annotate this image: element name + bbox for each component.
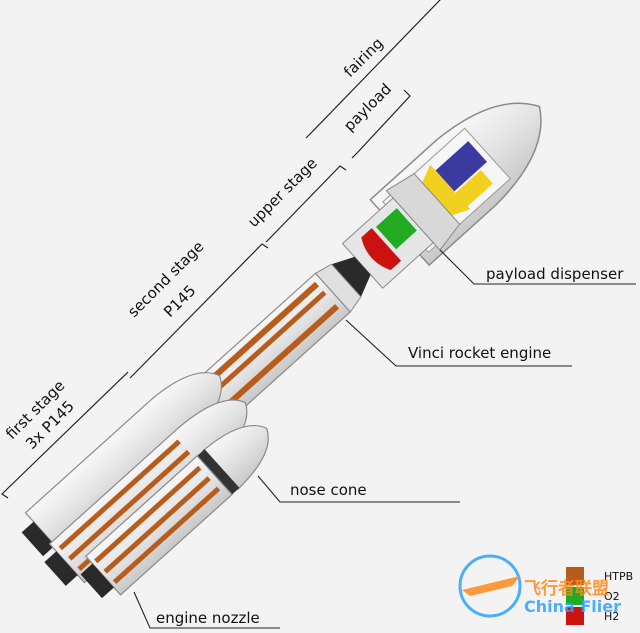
watermark-text-en: China Flier: [524, 597, 621, 616]
watermark: 飞行者联盟 China Flier: [458, 554, 621, 618]
booster-left-nozzle: [21, 521, 55, 557]
booster-middle-nozzle: [44, 551, 78, 586]
engine-nozzle-callout: [133, 591, 280, 629]
payload-dispenser-ring: [385, 173, 461, 251]
second-stage-bracket: [129, 243, 269, 379]
booster-middle-propellant-a: [58, 439, 181, 551]
vinci-engine: [331, 256, 371, 297]
hydrogen-tank: [361, 228, 402, 271]
legend-label-h2: H2: [604, 610, 619, 623]
booster-front-collar: [197, 449, 240, 495]
booster-front-propellant-b: [103, 476, 211, 574]
oxygen-tank: [375, 208, 417, 250]
legend-swatch-htpb: [566, 567, 584, 585]
label-nose-cone: nose cone: [290, 481, 367, 499]
booster-front-nozzle: [80, 563, 114, 599]
watermark-plane-icon: [462, 576, 520, 596]
upper-stage-bracket: [265, 165, 347, 243]
payload-adapter: [422, 164, 471, 216]
nose-cone-callout: [257, 475, 460, 503]
legend-label-o2: O2: [604, 590, 620, 603]
vinci-engine-callout: [345, 319, 572, 367]
label-upper-stage: upper stage: [244, 154, 321, 231]
payload-dispenser-callout: [439, 249, 636, 285]
legend-label-htpb: HTPB: [604, 570, 633, 583]
payload-satellite: [435, 141, 487, 192]
booster-front: [80, 425, 269, 599]
stage-brackets: [1, 0, 441, 499]
booster-front-nose-cone: [202, 425, 269, 491]
watermark-logo-ring: [458, 554, 522, 618]
watermark-text-cn: 飞行者联盟: [524, 578, 609, 599]
label-engine-nozzle: engine nozzle: [156, 609, 260, 627]
label-payload: payload: [340, 80, 395, 135]
payload-bracket: [351, 89, 411, 159]
label-vinci-engine: Vinci rocket engine: [408, 344, 551, 362]
fairing-bracket: [305, 0, 441, 139]
legend-swatch-o2: [566, 587, 584, 605]
payload-adapter-top: [452, 170, 493, 209]
booster-front-propellant-c: [112, 486, 221, 585]
label-payload-dispenser: payload dispenser: [486, 265, 624, 283]
label-fairing: fairing: [340, 34, 387, 81]
booster-middle-propellant-b: [68, 449, 191, 561]
booster-front-propellant-a: [94, 465, 202, 564]
callout-lines: [133, 249, 636, 629]
legend: HTPB O2 H2: [566, 567, 633, 625]
legend-swatch-h2: [566, 607, 584, 625]
first-stage-bracket: [1, 371, 129, 499]
